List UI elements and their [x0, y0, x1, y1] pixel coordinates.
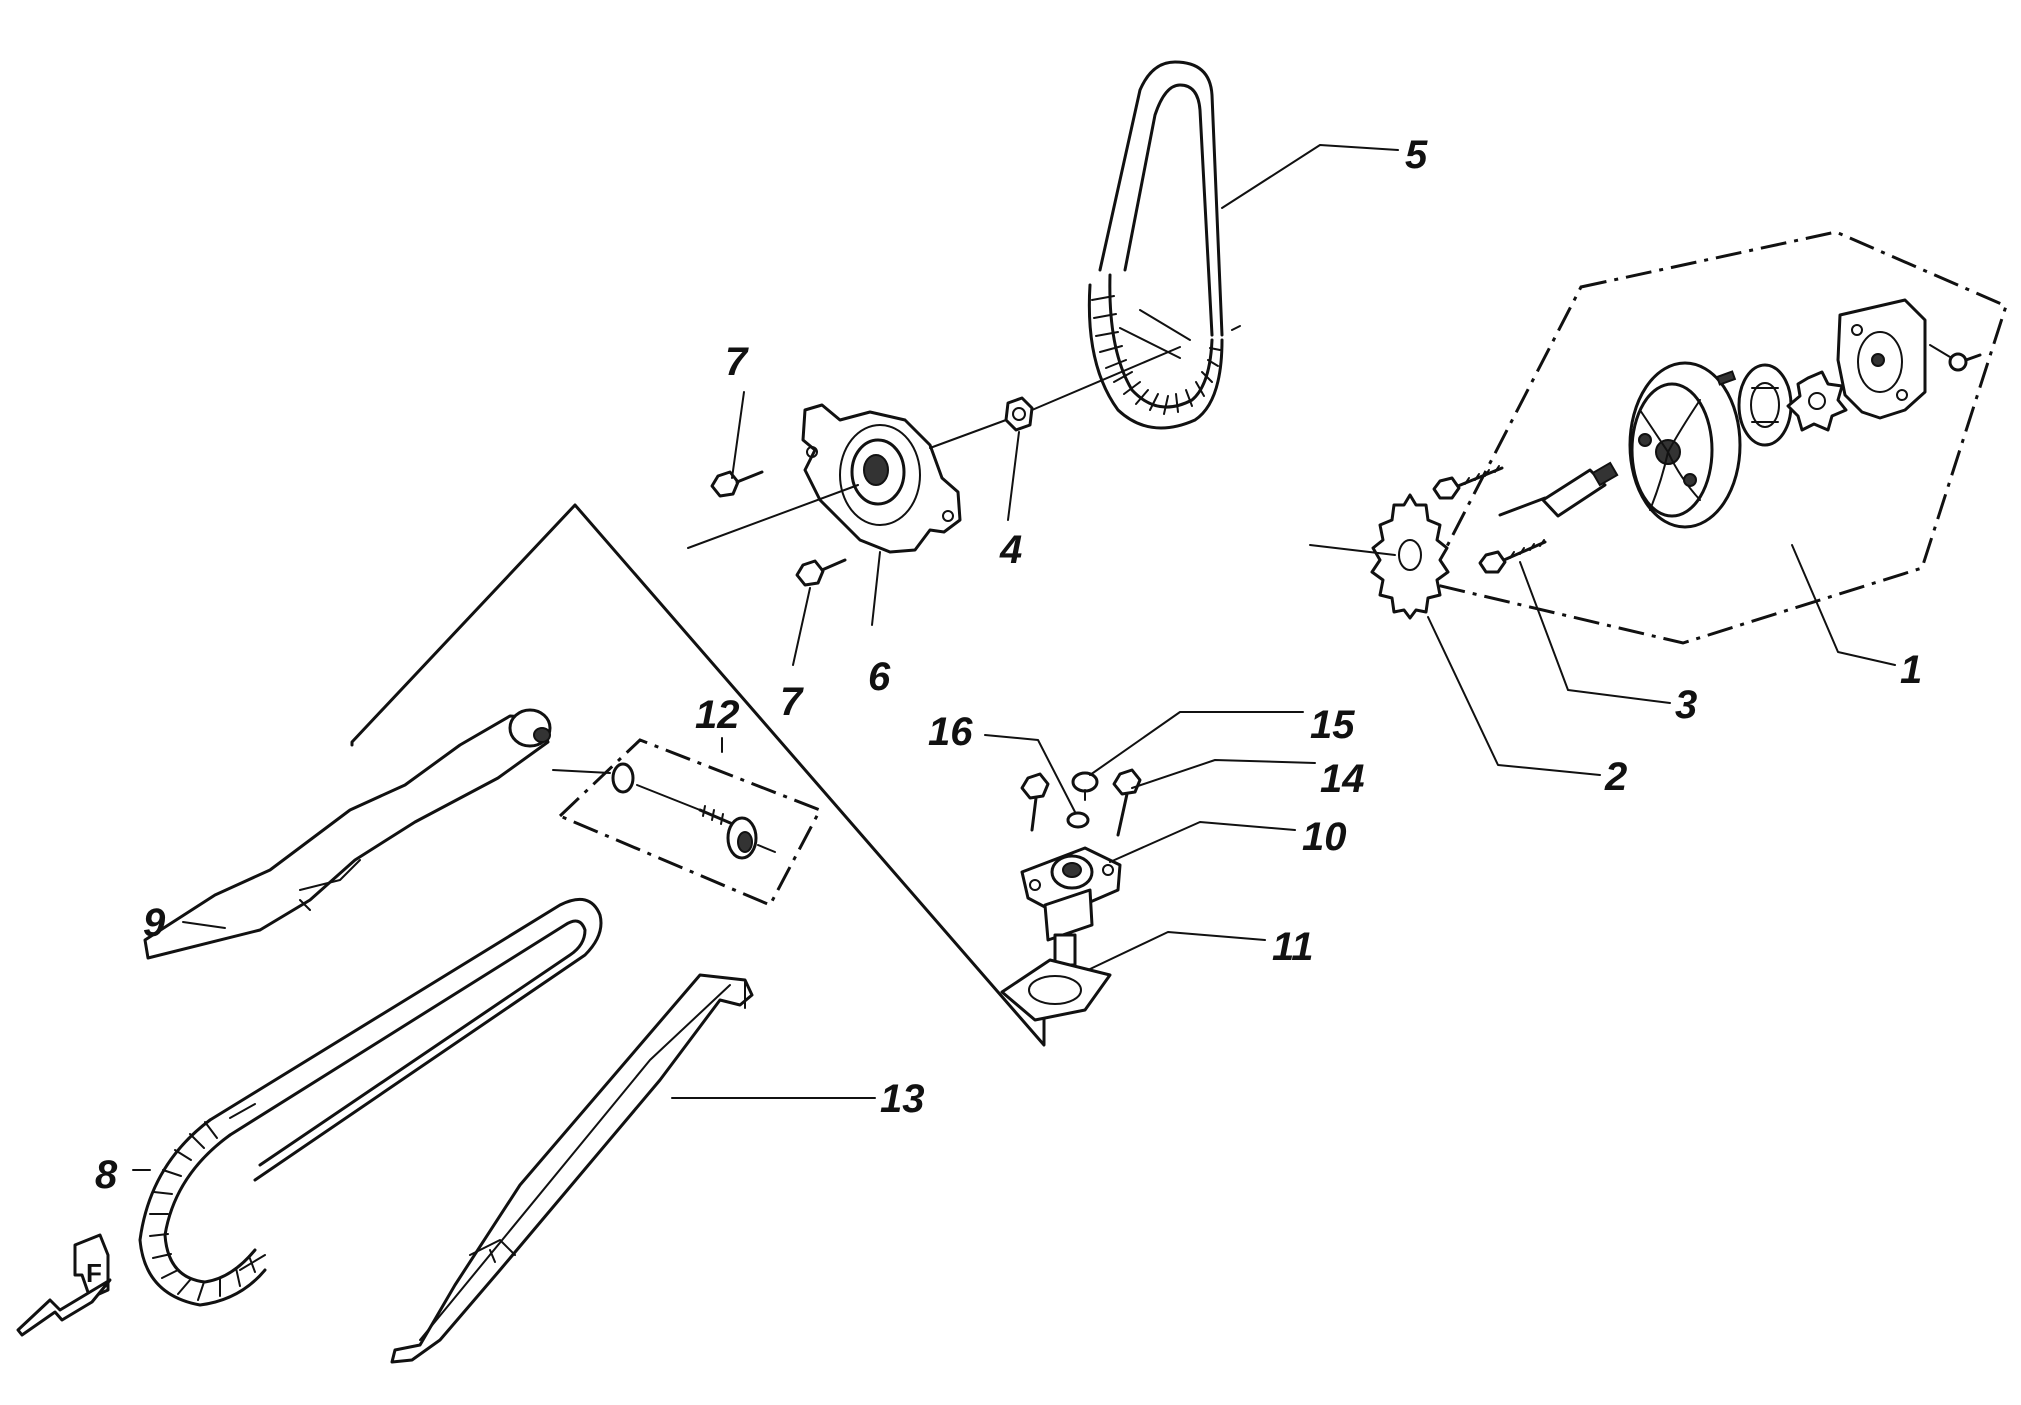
callout-label-6: 6: [868, 655, 891, 699]
bolt-3-lower: [1478, 539, 1547, 574]
lifter-bolt-left: [1020, 772, 1050, 832]
callout-label-13: 12: [695, 693, 740, 737]
callout-label-9: 8: [95, 1153, 118, 1197]
front-direction-marker: F: [16, 1233, 112, 1337]
pump-shaft: [1498, 461, 1619, 518]
callout-label-2: 2: [1604, 755, 1627, 799]
oil-pump-assembly: [1425, 230, 2008, 645]
callout-label-7: 7: [725, 340, 749, 384]
tensioner-guide: [143, 708, 552, 960]
pump-cover: [1836, 298, 1927, 420]
tensioner-lifter: [1020, 846, 1122, 967]
pump-screw: [1929, 344, 1982, 372]
callout-label-16: 15: [1310, 703, 1355, 747]
callout-label-3: 3: [1675, 683, 1697, 727]
lifter-bolt-right: [1112, 768, 1142, 837]
callout-label-15: 14: [1320, 757, 1365, 801]
drive-sprocket: [1309, 493, 1450, 620]
pump-pin: [1715, 370, 1737, 386]
callout-label-5: 5: [1405, 133, 1428, 177]
outer-rotor: [1737, 363, 1793, 447]
cam-chain-lower: [138, 897, 603, 1307]
bolt-7-lower: [795, 558, 847, 587]
front-marker-letter: F: [86, 1258, 102, 1288]
callout-label-4: 4: [999, 528, 1022, 572]
bolt-7-upper: [710, 470, 764, 498]
gasket: [1000, 958, 1112, 1022]
pivot-bolt-set: [552, 738, 823, 907]
bolt-3-upper: [1432, 465, 1504, 500]
inner-rotor: [1786, 370, 1848, 432]
cam-nut: [1004, 396, 1034, 432]
callout-label-17: 16: [928, 710, 973, 754]
group-bracket-line: [350, 503, 1046, 1047]
sealing-bolt: [1071, 771, 1099, 801]
pump-body: [1628, 361, 1742, 529]
cam-chain-upper: [1087, 60, 1241, 430]
callout-label-8: 7: [780, 680, 804, 724]
chain-guide: [390, 973, 754, 1364]
callout-label-11: 10: [1302, 815, 1347, 859]
leader-lines: [132, 144, 1896, 1171]
bearing-plate: [687, 403, 1007, 554]
callout-label-14: 13: [880, 1077, 925, 1121]
callout-label-1: 1: [1900, 648, 1922, 692]
o-ring: [1066, 811, 1090, 829]
callout-label-10: 9: [143, 901, 166, 945]
callout-label-12: 11: [1272, 925, 1314, 969]
